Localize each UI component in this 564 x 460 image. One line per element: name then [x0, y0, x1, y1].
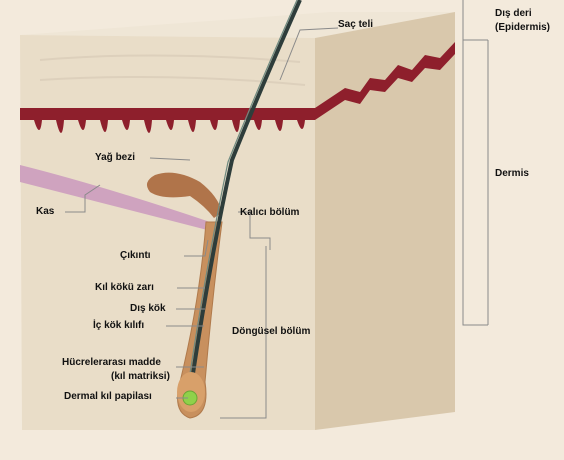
label-dongusel-bolum: Döngüsel bölüm — [232, 326, 310, 338]
label-kalici-bolum: Kalıcı bölüm — [240, 207, 299, 219]
skin-side-face — [315, 12, 455, 430]
label-dis-deri: Dış deri — [495, 8, 532, 20]
label-sac-teli: Saç teli — [338, 19, 373, 31]
label-dis-kok: Dış kök — [130, 303, 166, 315]
label-epidermis: (Epidermis) — [495, 22, 550, 34]
label-ic-kok-kilifi: İç kök kılıfı — [93, 320, 144, 332]
label-kil-matriksi: (kıl matriksi) — [111, 371, 170, 383]
label-kas: Kas — [36, 206, 54, 218]
label-dermis: Dermis — [495, 168, 529, 180]
label-cikinti: Çıkıntı — [120, 250, 151, 262]
label-dermal-kil-papilasi: Dermal kıl papilası — [64, 391, 152, 403]
label-hucrelerarasi-madde: Hücrelerarası madde — [62, 357, 161, 369]
label-kil-koku-zari: Kıl kökü zarı — [95, 282, 154, 294]
label-yag-bezi: Yağ bezi — [95, 152, 135, 164]
